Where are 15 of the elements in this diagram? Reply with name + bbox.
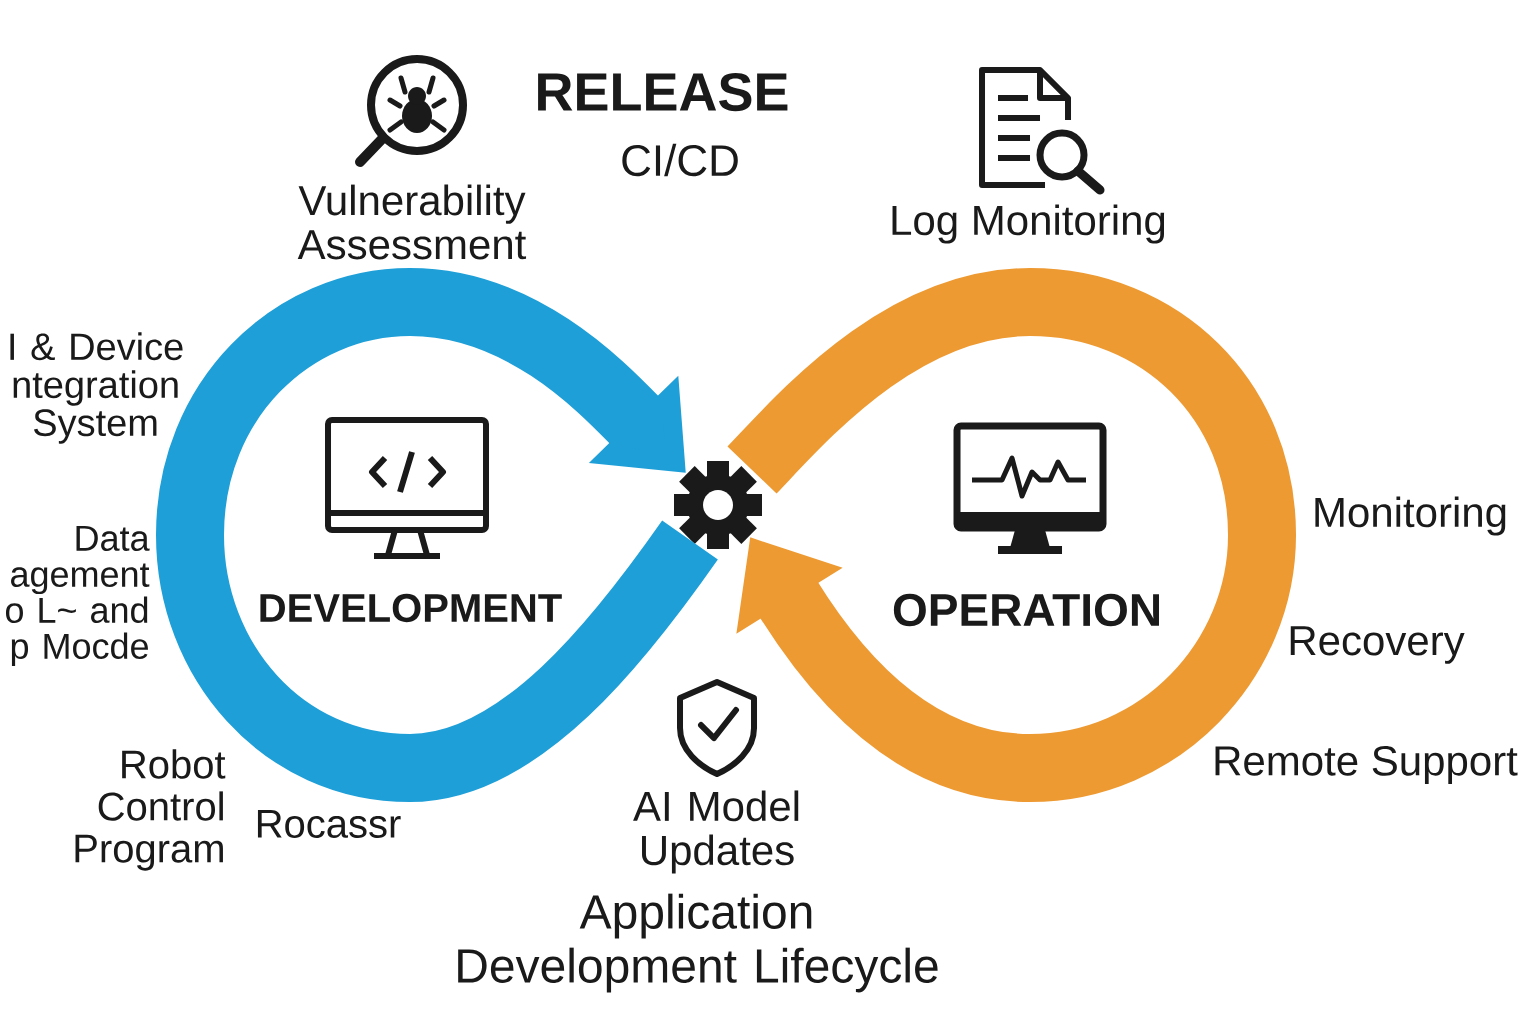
phase-title: DEVELOPMENT xyxy=(260,593,562,623)
feature-label: Data agement o L~ and p Mocde xyxy=(6,525,150,667)
stage-title: RELEASE xyxy=(538,72,788,112)
feature-label: I & Device ntegration System xyxy=(10,332,183,444)
feature-label: Recovery xyxy=(1290,626,1465,664)
feature-label: Rocassr xyxy=(257,810,401,838)
stage-subtitle: CI/CD xyxy=(622,143,738,177)
feature-label: Log Monitoring xyxy=(892,204,1165,244)
feature-label: Vulnerability Assessment xyxy=(297,184,527,260)
feature-label: Monitoring xyxy=(1315,496,1506,536)
feature-label: Remote Support xyxy=(1215,746,1518,785)
feature-label: Robot Control Program xyxy=(75,749,226,871)
phase-title: OPERATION xyxy=(893,593,1159,627)
feature-label: AI Model Updates xyxy=(633,790,799,874)
caption: Application Development Lifecycle xyxy=(458,893,938,993)
